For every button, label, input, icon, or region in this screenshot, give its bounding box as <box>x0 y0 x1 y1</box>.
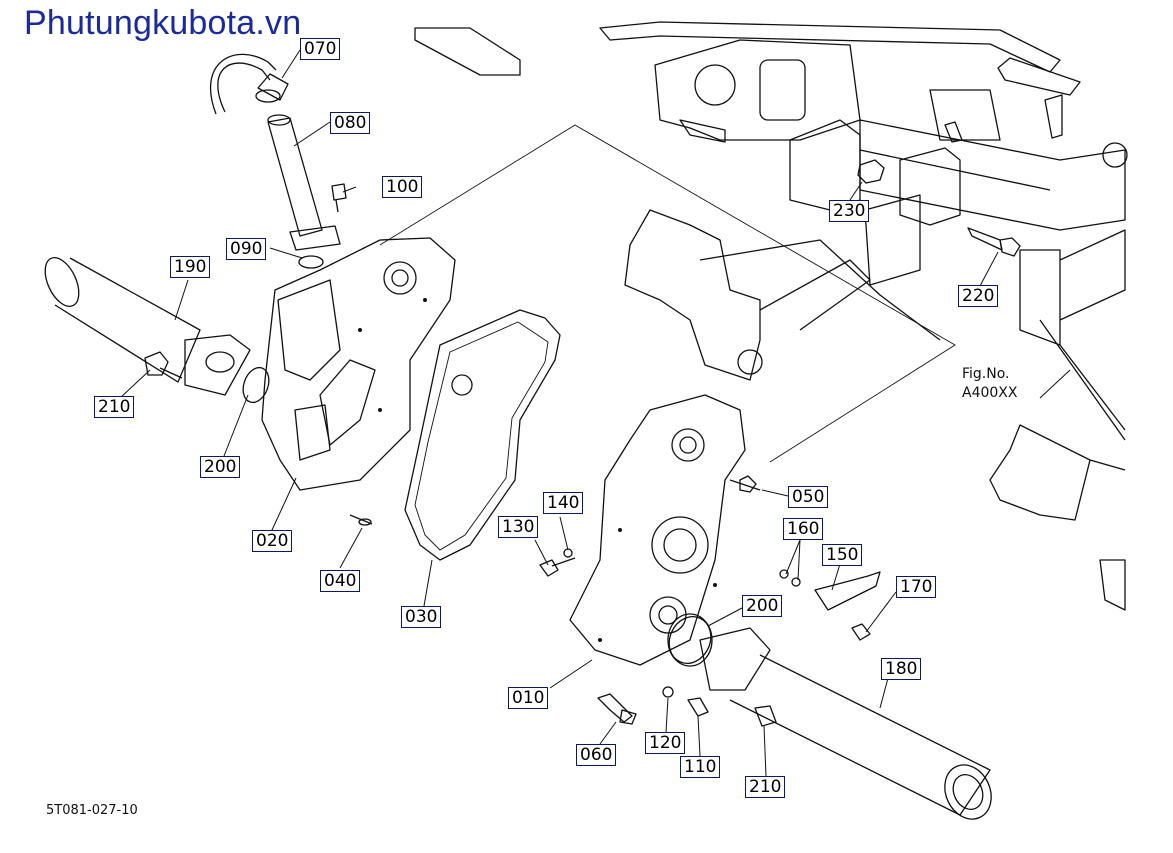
right-tube-drawing <box>667 613 992 820</box>
fasteners-drawing <box>539 475 881 727</box>
left-tube-drawing <box>44 257 270 404</box>
callout-020[interactable]: 020 <box>252 530 293 552</box>
leader-lines <box>119 49 1071 777</box>
callout-090[interactable]: 090 <box>226 238 267 260</box>
frame-assembly-drawing <box>379 21 1128 611</box>
callout-230[interactable]: 230 <box>829 200 870 222</box>
diagram-code: 5T081-027-10 <box>46 803 138 818</box>
callout-100[interactable]: 100 <box>382 176 423 198</box>
callout-070[interactable]: 070 <box>300 38 341 60</box>
oil-filler-pipe-drawing <box>209 53 347 269</box>
gear-case-left-drawing <box>261 237 456 526</box>
figure-reference-label: Fig.No. <box>962 366 1010 382</box>
callout-080[interactable]: 080 <box>330 112 371 134</box>
callout-010[interactable]: 010 <box>508 687 549 709</box>
callout-190[interactable]: 190 <box>170 256 211 278</box>
figure-reference: Fig.No. A400XX <box>962 365 1017 403</box>
callout-150[interactable]: 150 <box>822 544 863 566</box>
callout-200-left[interactable]: 200 <box>200 456 241 478</box>
gear-case-right-drawing <box>569 394 746 666</box>
callout-160[interactable]: 160 <box>783 518 824 540</box>
callout-040[interactable]: 040 <box>320 570 361 592</box>
figure-reference-number: A400XX <box>962 385 1018 401</box>
callout-210-left[interactable]: 210 <box>94 396 135 418</box>
callout-210-right[interactable]: 210 <box>745 776 786 798</box>
callout-110[interactable]: 110 <box>680 756 721 778</box>
callout-130[interactable]: 130 <box>498 516 539 538</box>
site-watermark: Phutungkubota.vn <box>24 4 302 42</box>
gasket-drawing <box>404 309 561 561</box>
callout-120[interactable]: 120 <box>645 732 686 754</box>
callout-060[interactable]: 060 <box>576 744 617 766</box>
callout-180[interactable]: 180 <box>881 658 922 680</box>
callout-170[interactable]: 170 <box>896 576 937 598</box>
callout-220[interactable]: 220 <box>958 285 999 307</box>
callout-200-right[interactable]: 200 <box>742 595 783 617</box>
callout-140[interactable]: 140 <box>543 492 584 514</box>
callout-030[interactable]: 030 <box>401 606 442 628</box>
callout-050[interactable]: 050 <box>788 486 829 508</box>
